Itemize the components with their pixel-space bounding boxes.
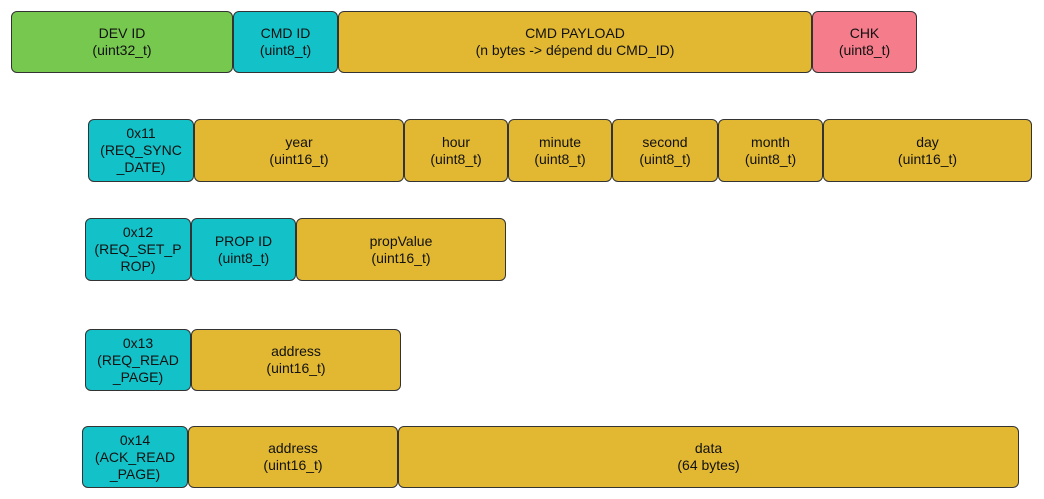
field-second-title: second — [642, 133, 688, 150]
field-minute: minute(uint8_t) — [508, 119, 612, 182]
field-data-type: (64 bytes) — [677, 457, 740, 473]
cmd-id-type: (uint8_t) — [259, 42, 312, 58]
field-ack-address-title: address — [268, 440, 318, 456]
cmd-0x13-id: 0x13 (REQ_READ _PAGE) — [85, 329, 191, 391]
field-prop-value-type: (uint16_t) — [371, 249, 431, 266]
field-month-type: (uint8_t) — [744, 150, 797, 167]
field-hour-title: hour — [441, 133, 470, 150]
cmd-payload-title: CMD PAYLOAD — [525, 25, 625, 41]
field-ack-address: address(uint16_t) — [188, 426, 398, 488]
field-month-title: month — [751, 133, 790, 150]
field-data: data(64 bytes) — [398, 426, 1019, 488]
chk-type: (uint8_t) — [838, 42, 891, 58]
field-prop-id-type: (uint8_t) — [217, 249, 270, 266]
dev-id-title: DEV ID — [98, 25, 146, 41]
field-hour-type: (uint8_t) — [430, 150, 482, 167]
cmd-0x11-id: 0x11 (REQ_SYNC _DATE) — [88, 119, 194, 182]
cmd-payload-field: CMD PAYLOAD(n bytes -> dépend du CMD_ID) — [338, 11, 812, 73]
cmd-id-title: CMD ID — [260, 25, 311, 41]
dev-id-field: DEV ID(uint32_t) — [11, 11, 233, 73]
chk-field: CHK(uint8_t) — [812, 11, 917, 73]
field-day-type: (uint16_t) — [897, 150, 958, 167]
dev-id-type: (uint32_t) — [92, 42, 152, 58]
field-year: year(uint16_t) — [194, 119, 404, 182]
field-second-type: (uint8_t) — [639, 150, 691, 167]
field-prop-id-title: PROP ID — [214, 232, 273, 249]
field-read-address-type: (uint16_t) — [266, 360, 326, 376]
field-year-type: (uint16_t) — [269, 150, 329, 167]
cmd-0x13-id-label: 0x13 (REQ_READ _PAGE) — [97, 334, 179, 385]
cmd-0x14-id-label: 0x14 (ACK_READ _PAGE) — [94, 431, 176, 482]
field-read-address: address(uint16_t) — [191, 329, 401, 391]
field-minute-type: (uint8_t) — [534, 150, 586, 167]
field-prop-id: PROP ID(uint8_t) — [191, 218, 296, 281]
field-day-title: day — [916, 133, 939, 150]
field-month: month(uint8_t) — [718, 119, 823, 182]
field-prop-value-title: propValue — [369, 232, 433, 249]
chk-title: CHK — [849, 25, 880, 41]
field-second: second(uint8_t) — [612, 119, 718, 182]
cmd-id-field: CMD ID(uint8_t) — [233, 11, 338, 73]
field-read-address-title: address — [271, 343, 321, 359]
cmd-0x11-id-label: 0x11 (REQ_SYNC _DATE) — [100, 125, 182, 175]
field-prop-value: propValue(uint16_t) — [296, 218, 506, 281]
cmd-payload-type: (n bytes -> dépend du CMD_ID) — [475, 42, 675, 58]
cmd-0x12-id: 0x12 (REQ_SET_P ROP) — [85, 218, 191, 281]
cmd-0x14-id: 0x14 (ACK_READ _PAGE) — [82, 426, 188, 488]
field-day: day(uint16_t) — [823, 119, 1032, 182]
cmd-0x12-id-label: 0x12 (REQ_SET_P ROP) — [94, 224, 182, 274]
field-minute-title: minute — [538, 133, 581, 150]
field-hour: hour(uint8_t) — [404, 119, 508, 182]
field-year-title: year — [285, 133, 313, 150]
field-ack-address-type: (uint16_t) — [263, 457, 323, 473]
field-data-title: data — [694, 440, 723, 456]
